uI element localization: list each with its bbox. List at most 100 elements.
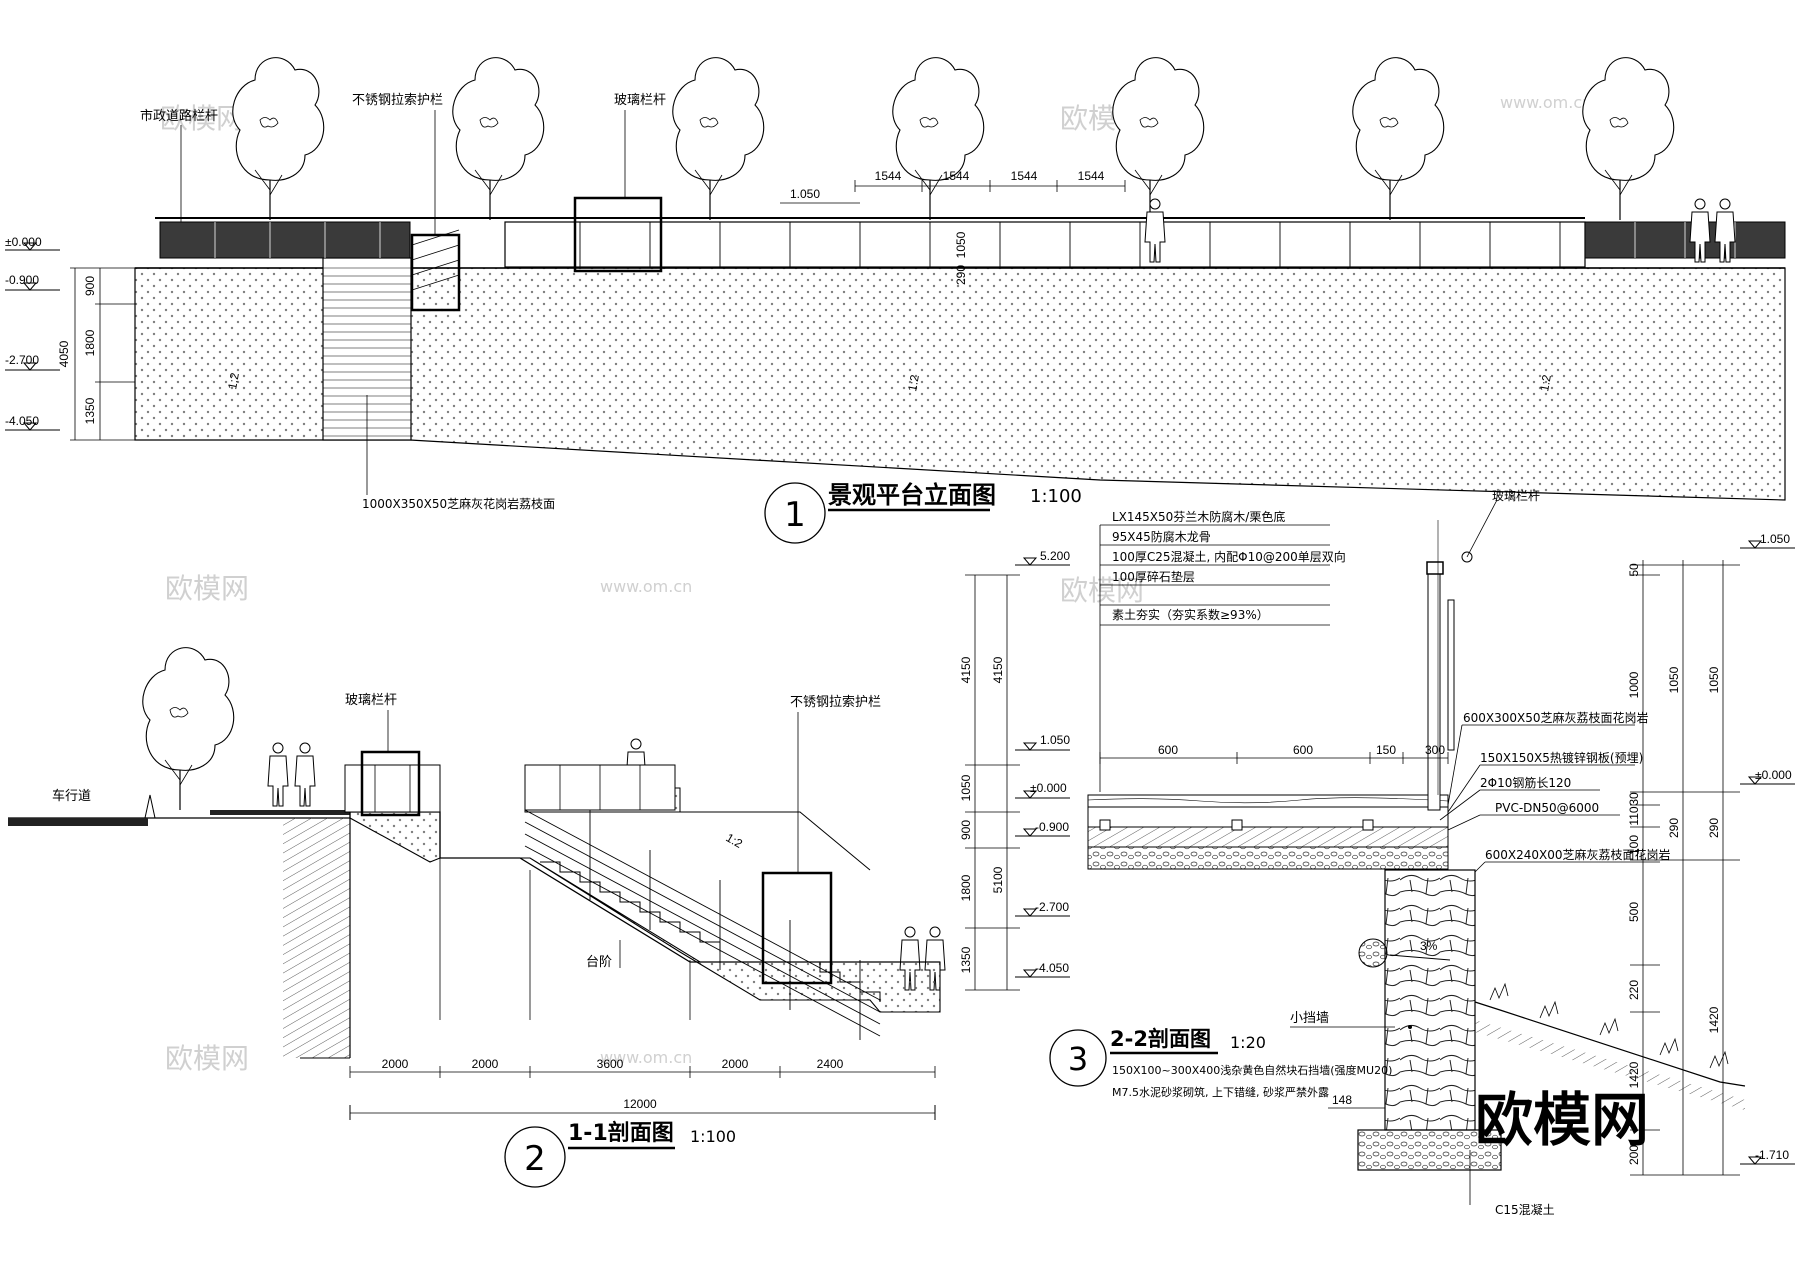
svg-text:900: 900 xyxy=(959,820,973,840)
svg-text:300: 300 xyxy=(1425,743,1445,757)
svg-text:50: 50 xyxy=(1627,563,1641,577)
svg-text:1050: 1050 xyxy=(1667,666,1681,693)
svg-text:290: 290 xyxy=(954,265,968,285)
elevation-title: 1 景观平台立面图 1:100 xyxy=(764,481,1082,544)
section-2-2-levels: 1.050 ±0.000 -1.710 xyxy=(1740,532,1795,1165)
svg-text:欧模网: 欧模网 xyxy=(165,572,249,605)
svg-text:150X100~300X400浅杂黄色自然块石挡墙(强度MU: 150X100~300X400浅杂黄色自然块石挡墙(强度MU20) xyxy=(1112,1063,1392,1077)
svg-text:景观平台立面图: 景观平台立面图 xyxy=(828,481,996,509)
svg-text:1-1剖面图: 1-1剖面图 xyxy=(568,1120,674,1146)
svg-text:欧模网: 欧模网 xyxy=(1060,574,1144,607)
svg-text:1800: 1800 xyxy=(83,329,97,356)
svg-text:3%: 3% xyxy=(1420,939,1438,953)
svg-text:欧模网: 欧模网 xyxy=(165,1042,249,1075)
svg-text:1544: 1544 xyxy=(943,169,970,183)
svg-text:150: 150 xyxy=(1376,743,1396,757)
layer-notes xyxy=(1099,524,1330,792)
svg-text:1050: 1050 xyxy=(1707,666,1721,693)
svg-text:2-2剖面图: 2-2剖面图 xyxy=(1110,1027,1211,1051)
svg-text:1544: 1544 xyxy=(875,169,902,183)
svg-text:2Φ10钢筋长120: 2Φ10钢筋长120 xyxy=(1480,775,1571,790)
svg-text:600X240X00芝麻灰荔枝面花岗岩: 600X240X00芝麻灰荔枝面花岗岩 xyxy=(1485,847,1671,862)
svg-text:玻璃栏杆: 玻璃栏杆 xyxy=(614,93,666,108)
svg-text:290: 290 xyxy=(1667,818,1681,838)
svg-text:2: 2 xyxy=(524,1139,546,1179)
svg-text:M7.5水泥砂浆砌筑, 上下错缝, 砂浆严禁外露: M7.5水泥砂浆砌筑, 上下错缝, 砂浆严禁外露 xyxy=(1112,1085,1329,1099)
svg-text:1:2: 1:2 xyxy=(225,371,242,390)
svg-text:PVC-DN50@6000: PVC-DN50@6000 xyxy=(1495,801,1599,815)
svg-text:110: 110 xyxy=(1627,806,1641,825)
svg-text:1:2: 1:2 xyxy=(905,373,922,392)
section-1-1-view: 车行道 xyxy=(8,549,1070,1188)
svg-text:1:2: 1:2 xyxy=(724,830,746,851)
svg-text:900: 900 xyxy=(83,276,97,296)
svg-text:1050: 1050 xyxy=(954,231,968,258)
svg-text:1350: 1350 xyxy=(959,946,973,973)
svg-text:1000X350X50芝麻灰花岗岩荔枝面: 1000X350X50芝麻灰花岗岩荔枝面 xyxy=(362,496,555,511)
svg-text:小挡墙: 小挡墙 xyxy=(1290,1011,1329,1026)
svg-text:2000: 2000 xyxy=(382,1057,409,1071)
svg-text:148: 148 xyxy=(1332,1093,1352,1107)
svg-text:100: 100 xyxy=(1627,835,1641,855)
svg-text:不锈钢拉索护栏: 不锈钢拉索护栏 xyxy=(352,93,443,108)
svg-text:2400: 2400 xyxy=(817,1057,844,1071)
svg-text:www.om.cn: www.om.cn xyxy=(600,1048,692,1067)
svg-text:LX145X50芬兰木防腐木/栗色底: LX145X50芬兰木防腐木/栗色底 xyxy=(1112,509,1285,524)
svg-text:1: 1 xyxy=(784,495,806,535)
svg-text:30: 30 xyxy=(1627,792,1641,806)
svg-text:车行道: 车行道 xyxy=(52,788,91,804)
svg-text:220: 220 xyxy=(1627,980,1641,1000)
svg-text:www.om.cn: www.om.cn xyxy=(600,577,692,596)
svg-text:4050: 4050 xyxy=(57,340,71,367)
section-1-1-title: 2 1-1剖面图 1:100 xyxy=(504,1120,736,1188)
svg-text:500: 500 xyxy=(1627,902,1641,922)
svg-text:台阶: 台阶 xyxy=(586,955,612,970)
svg-text:600: 600 xyxy=(1158,743,1178,757)
svg-text:1350: 1350 xyxy=(83,397,97,424)
svg-text:1:100: 1:100 xyxy=(690,1127,736,1146)
svg-text:2000: 2000 xyxy=(722,1057,749,1071)
svg-text:1050: 1050 xyxy=(959,774,973,801)
section-1-1-levels: 5.200 1.050 ±0.000 -0.900 -2.700 -4.050 xyxy=(1015,549,1070,978)
svg-text:600: 600 xyxy=(1293,743,1313,757)
svg-text:1:20: 1:20 xyxy=(1230,1033,1266,1052)
svg-text:95X45防腐木龙骨: 95X45防腐木龙骨 xyxy=(1112,529,1211,544)
svg-text:±0.000: ±0.000 xyxy=(1030,781,1067,795)
svg-text:±0.000: ±0.000 xyxy=(5,235,42,249)
svg-text:1:100: 1:100 xyxy=(1030,486,1082,507)
svg-text:C15混凝土: C15混凝土 xyxy=(1495,1202,1555,1217)
svg-text:1544: 1544 xyxy=(1078,169,1105,183)
svg-text:1800: 1800 xyxy=(959,874,973,901)
svg-text:-4.050: -4.050 xyxy=(5,414,39,428)
section-2-2-title: 3 2-2剖面图 1:20 xyxy=(1049,1027,1266,1087)
svg-text:素土夯实（夯实系数≥93%）: 素土夯实（夯实系数≥93%） xyxy=(1112,607,1269,622)
svg-text:290: 290 xyxy=(1707,818,1721,838)
svg-text:5.200: 5.200 xyxy=(1040,549,1070,563)
svg-text:1544: 1544 xyxy=(1011,169,1038,183)
svg-text:市政道路栏杆: 市政道路栏杆 xyxy=(140,108,218,124)
svg-text:-0.900: -0.900 xyxy=(1035,820,1069,834)
svg-text:4150: 4150 xyxy=(991,656,1005,683)
svg-text:不锈钢拉索护栏: 不锈钢拉索护栏 xyxy=(790,695,881,710)
brand-watermark: 欧模网 xyxy=(1475,1086,1649,1154)
svg-text:12000: 12000 xyxy=(623,1097,657,1111)
svg-text:5100: 5100 xyxy=(991,866,1005,893)
svg-text:-2.700: -2.700 xyxy=(1035,900,1069,914)
svg-text:1.050: 1.050 xyxy=(1040,733,1070,747)
svg-text:200: 200 xyxy=(1627,1145,1641,1165)
svg-text:玻璃栏杆: 玻璃栏杆 xyxy=(345,693,397,708)
svg-text:3: 3 xyxy=(1068,1040,1088,1078)
svg-text:150X150X5热镀锌钢板(预埋): 150X150X5热镀锌钢板(预埋) xyxy=(1480,751,1643,765)
elevation-levels: ±0.000 -0.900 -2.700 -4.050 xyxy=(5,235,60,431)
svg-text:3600: 3600 xyxy=(597,1057,624,1071)
svg-text:2000: 2000 xyxy=(472,1057,499,1071)
elevation-view: ±0.000 -0.900 -2.700 -4.050 900 1800 135… xyxy=(5,57,1786,544)
svg-text:玻璃栏杆: 玻璃栏杆 xyxy=(1492,488,1540,503)
svg-text:1.050: 1.050 xyxy=(790,187,820,201)
svg-text:1:2: 1:2 xyxy=(1537,373,1554,392)
svg-text:100厚C25混凝土, 内配Φ10@200单层双向: 100厚C25混凝土, 内配Φ10@200单层双向 xyxy=(1112,549,1346,564)
svg-text:4150: 4150 xyxy=(959,656,973,683)
svg-text:欧模网: 欧模网 xyxy=(160,102,244,135)
svg-text:1420: 1420 xyxy=(1707,1006,1721,1033)
